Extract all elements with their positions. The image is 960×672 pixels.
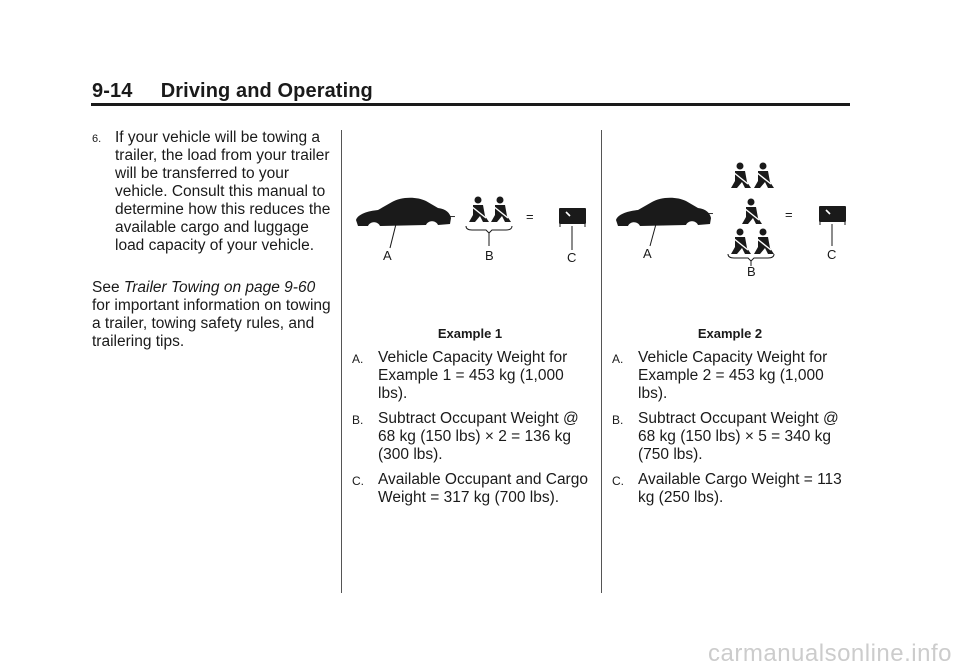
seat-icon: [742, 198, 762, 224]
example1-item-b: B. Subtract Occupant Weight @ 68 kg (150…: [352, 410, 596, 464]
column-divider-left: [341, 130, 342, 593]
minus-sign: −: [706, 206, 714, 221]
example1-diagram: A − B = C: [356, 196, 586, 265]
seat-icon: [754, 162, 774, 188]
diagram-label-b: B: [485, 248, 494, 263]
item-text: Available Cargo Weight = 113 kg (250 lbs…: [638, 471, 842, 506]
item-text: Available Occupant and Cargo Weight = 31…: [378, 471, 588, 506]
example1-caption: Example 1: [437, 326, 503, 341]
cargo-icon: [559, 208, 586, 250]
item-text: Vehicle Capacity Weight for Example 2 = …: [638, 349, 828, 402]
page-number: 9-14: [92, 80, 133, 102]
see-prefix: See: [92, 279, 120, 296]
equals-sign: =: [785, 207, 793, 222]
item-letter: B.: [352, 413, 364, 427]
see-reference: See Trailer Towing on page 9-60 for impo…: [92, 279, 332, 351]
diagram-label-c: C: [827, 247, 836, 262]
item-text: Subtract Occupant Weight @ 68 kg (150 lb…: [378, 410, 579, 463]
header-rule: [91, 103, 850, 106]
occupant-icons: [465, 196, 513, 246]
item-letter: A.: [352, 352, 364, 366]
car-icon: [356, 197, 451, 249]
step-6: 6. If your vehicle will be towing a trai…: [92, 129, 332, 255]
seat-icon: [731, 228, 751, 254]
see-suffix: for important information on towing a tr…: [92, 297, 331, 350]
item-text: Subtract Occupant Weight @ 68 kg (150 lb…: [638, 410, 839, 463]
item-letter: C.: [612, 474, 624, 488]
equals-sign: =: [526, 209, 534, 224]
seat-icon: [754, 228, 774, 254]
example2-item-b: B. Subtract Occupant Weight @ 68 kg (150…: [612, 410, 856, 464]
step-number: 6.: [92, 133, 102, 145]
item-text: Vehicle Capacity Weight for Example 1 = …: [378, 349, 568, 402]
example2-item-a: A. Vehicle Capacity Weight for Example 2…: [612, 349, 856, 403]
seat-icon: [731, 162, 751, 188]
column-divider-right: [601, 130, 602, 593]
example1-item-a: A. Vehicle Capacity Weight for Example 1…: [352, 349, 596, 403]
occupant-icons: [727, 162, 775, 266]
diagram-label-a: A: [643, 246, 652, 261]
item-letter: C.: [352, 474, 364, 488]
cargo-icon: [819, 206, 846, 246]
item-letter: B.: [612, 413, 624, 427]
step-text: If your vehicle will be towing a trailer…: [115, 129, 331, 254]
section-title: Driving and Operating: [160, 80, 373, 102]
minus-sign: −: [448, 209, 456, 224]
seat-icon: [469, 196, 489, 222]
example2-caption: Example 2: [697, 326, 763, 341]
diagram-label-b: B: [747, 264, 756, 279]
item-letter: A.: [612, 352, 624, 366]
seat-icon: [491, 196, 511, 222]
diagram-label-a: A: [383, 248, 392, 263]
example1-item-c: C. Available Occupant and Cargo Weight =…: [352, 471, 596, 507]
example2-item-c: C. Available Cargo Weight = 113 kg (250 …: [612, 471, 856, 507]
example2-diagram: A − B =: [616, 162, 846, 279]
diagram-label-c: C: [567, 250, 576, 265]
trailer-towing-link[interactable]: Trailer Towing on page 9-60: [123, 279, 316, 296]
car-icon: [616, 197, 711, 247]
page-header: 9-14 Driving and Operating: [92, 80, 373, 103]
watermark: carmanualsonline.info: [708, 640, 952, 667]
